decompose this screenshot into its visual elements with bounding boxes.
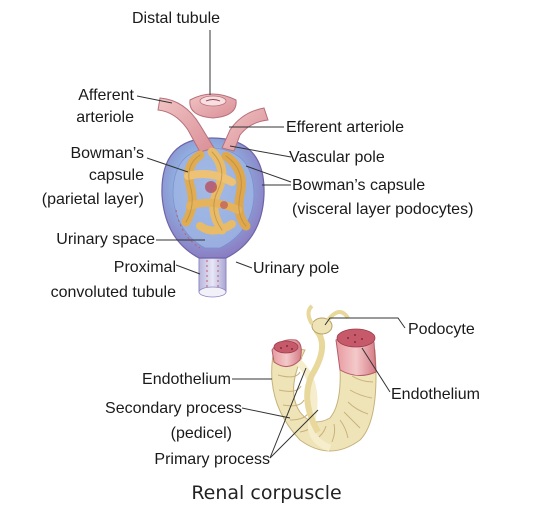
capillary-detail-shape bbox=[272, 306, 376, 451]
label-bowmans-visceral-line2: (visceral layer podocytes) bbox=[292, 200, 473, 219]
label-primary-process: Primary process bbox=[0, 450, 270, 469]
proximal-tubule-shape bbox=[199, 255, 226, 297]
label-afferent-arteriole-line1: Afferent bbox=[40, 86, 134, 105]
label-urinary-space: Urinary space bbox=[0, 230, 155, 249]
label-afferent-arteriole-line2: arteriole bbox=[40, 108, 134, 127]
label-efferent-arteriole: Efferent arteriole bbox=[286, 118, 404, 137]
label-podocyte: Podocyte bbox=[408, 320, 475, 339]
label-bowmans-visceral-line1: Bowman’s capsule bbox=[292, 176, 425, 195]
label-secondary-process-line1: Secondary process bbox=[0, 399, 242, 418]
label-endothelium-left: Endothelium bbox=[0, 370, 231, 389]
label-bowmans-parietal-line1: Bowman’s bbox=[0, 144, 144, 163]
label-distal-tubule: Distal tubule bbox=[132, 9, 220, 28]
label-secondary-process-line2: (pedicel) bbox=[0, 424, 232, 443]
label-proximal-line2: convoluted tubule bbox=[0, 283, 176, 302]
label-proximal-line1: Proximal bbox=[0, 258, 176, 277]
label-bowmans-parietal-line3: (parietal layer) bbox=[0, 190, 144, 209]
figure-caption: Renal corpuscle bbox=[0, 484, 533, 503]
label-vascular-pole: Vascular pole bbox=[289, 148, 385, 167]
distal-tubule-shape bbox=[190, 94, 236, 118]
label-urinary-pole: Urinary pole bbox=[253, 259, 339, 278]
label-bowmans-parietal-line2: capsule bbox=[0, 166, 144, 185]
label-endothelium-right: Endothelium bbox=[391, 385, 480, 404]
